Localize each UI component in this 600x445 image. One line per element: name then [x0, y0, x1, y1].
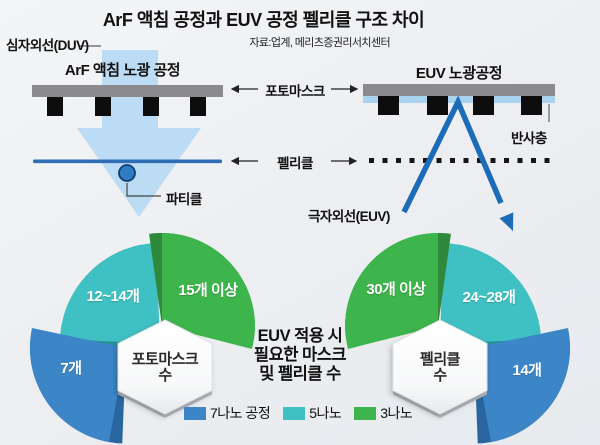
euv-ray-v-line — [401, 95, 504, 214]
photomask-label: 포토마스크 — [265, 84, 325, 99]
reflective-layer-label: 반사층 — [511, 131, 547, 146]
legend-label-3nm: 3나노 — [380, 405, 413, 421]
mask-pattern-teeth-right — [378, 96, 542, 115]
caption-line-2: 필요한 마스크 — [253, 346, 347, 364]
legend-item-5nm: 5나노 — [283, 403, 342, 423]
hexagon-label-pellicle-line2: 수 — [433, 367, 447, 384]
pellicle-line-left — [33, 159, 222, 164]
legend-swatch-teal — [283, 406, 306, 420]
pellicle-label: 펠리클 — [277, 156, 313, 171]
fan-teal-left — [60, 243, 160, 344]
particle-dot — [118, 164, 136, 182]
legend-label-7nm: 7나노 공정 — [210, 405, 271, 421]
legend-item-7nm: 7나노 공정 — [184, 403, 271, 423]
legend-label-5nm: 5나노 — [309, 405, 342, 421]
photomask-bar-right — [363, 84, 555, 96]
wedge-label-right-teal: 24~28개 — [462, 289, 516, 306]
legend-item-3nm: 3나노 — [354, 403, 413, 423]
pointer-arrows — [230, 84, 359, 166]
hexagon-label-pellicle-line1: 펠리클 — [420, 351, 460, 368]
wedge-label-right-blue: 14개 — [512, 362, 543, 379]
chart-caption: EUV 적용 시 필요한 마스크 및 펠리클 수 — [215, 327, 385, 384]
legend-swatch-green — [354, 406, 377, 420]
chart-legend: 7나노 공정 5나노 3나노 — [184, 403, 413, 423]
fan-blue-left — [29, 328, 126, 442]
duv-label: 심자외선(DUV) — [6, 38, 89, 53]
particle-label: 파티클 — [166, 192, 202, 207]
euv-ray-arrowhead — [499, 212, 514, 231]
hexagon-left — [117, 319, 213, 415]
caption-line-3: 및 펠리클 수 — [259, 365, 341, 383]
mask-pattern-teeth-left — [47, 97, 206, 116]
caption-line-1: EUV 적용 시 — [257, 327, 343, 345]
hexagon-label-pellicle: 펠리클 수 — [392, 352, 488, 384]
hexagon-label-photomask: 포토마스크 수 — [117, 352, 213, 384]
hexagon-label-photomask-line2: 수 — [158, 367, 172, 384]
wedge-label-left-green: 15개 이상 — [178, 282, 238, 299]
fan-chart-photomask — [29, 233, 255, 444]
wedge-label-right-green: 30개 이상 — [366, 281, 426, 298]
fan-green-left — [162, 233, 255, 349]
page-title: ArF 액침 공정과 EUV 공정 펠리클 구조 차이 — [102, 10, 425, 30]
fan-green-right — [345, 233, 438, 349]
hexagon-right — [392, 319, 488, 415]
hexagon-label-photomask-line1: 포토마스크 — [131, 351, 199, 368]
particle-pointer-line — [126, 183, 161, 197]
euv-ray-label: 극자외선(EUV) — [308, 209, 390, 224]
fan-teal-right — [440, 243, 541, 344]
wedge-label-left-blue: 7개 — [60, 360, 82, 377]
fan-chart-pellicle — [345, 233, 571, 444]
photomask-bar-left — [32, 85, 223, 97]
arf-section-title: ArF 액침 노광 공정 — [64, 62, 181, 79]
euv-section-title: EUV 노광공정 — [415, 65, 503, 82]
fan-blue-right — [474, 328, 571, 442]
source-credit: 자료:업계, 메리츠증권리서치센터 — [249, 37, 390, 49]
legend-swatch-blue — [184, 406, 206, 420]
wedge-label-left-teal: 12~14개 — [86, 288, 140, 305]
